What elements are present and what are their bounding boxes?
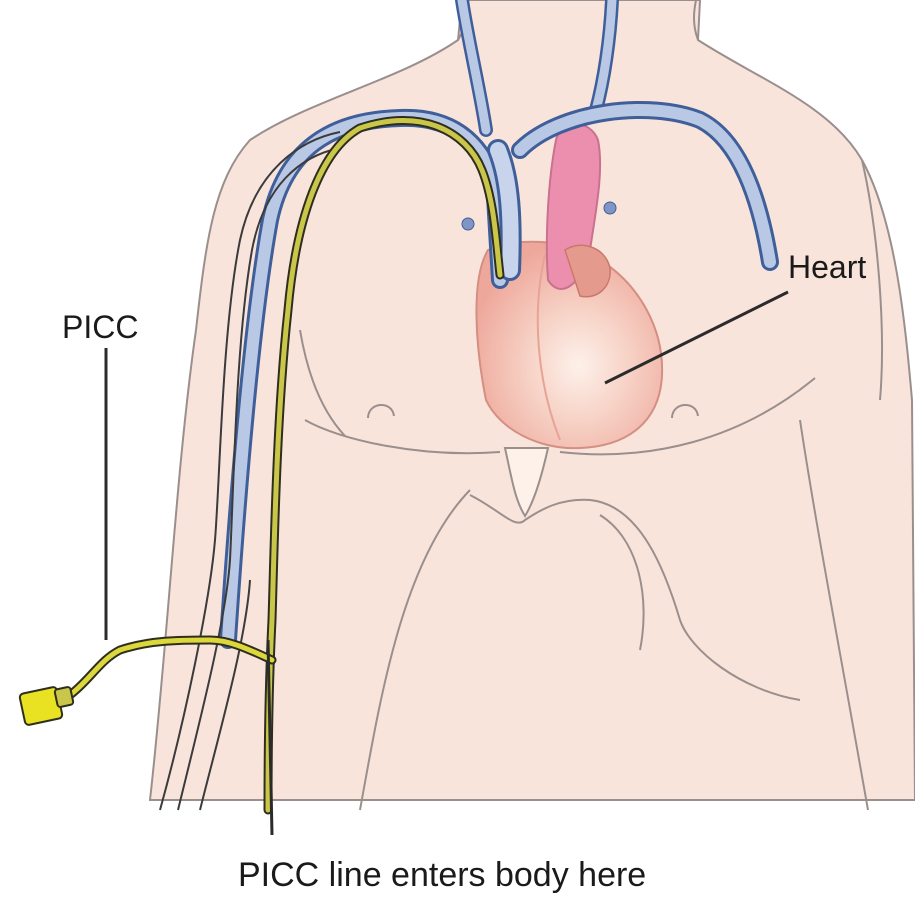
heart-label: Heart — [788, 249, 866, 285]
entry-label: PICC line enters body here — [238, 856, 646, 894]
picc-label: PICC — [62, 309, 138, 345]
picc-hub-connector — [54, 687, 73, 708]
vein-nub-right — [604, 202, 616, 214]
vein-nub-left — [462, 218, 474, 230]
